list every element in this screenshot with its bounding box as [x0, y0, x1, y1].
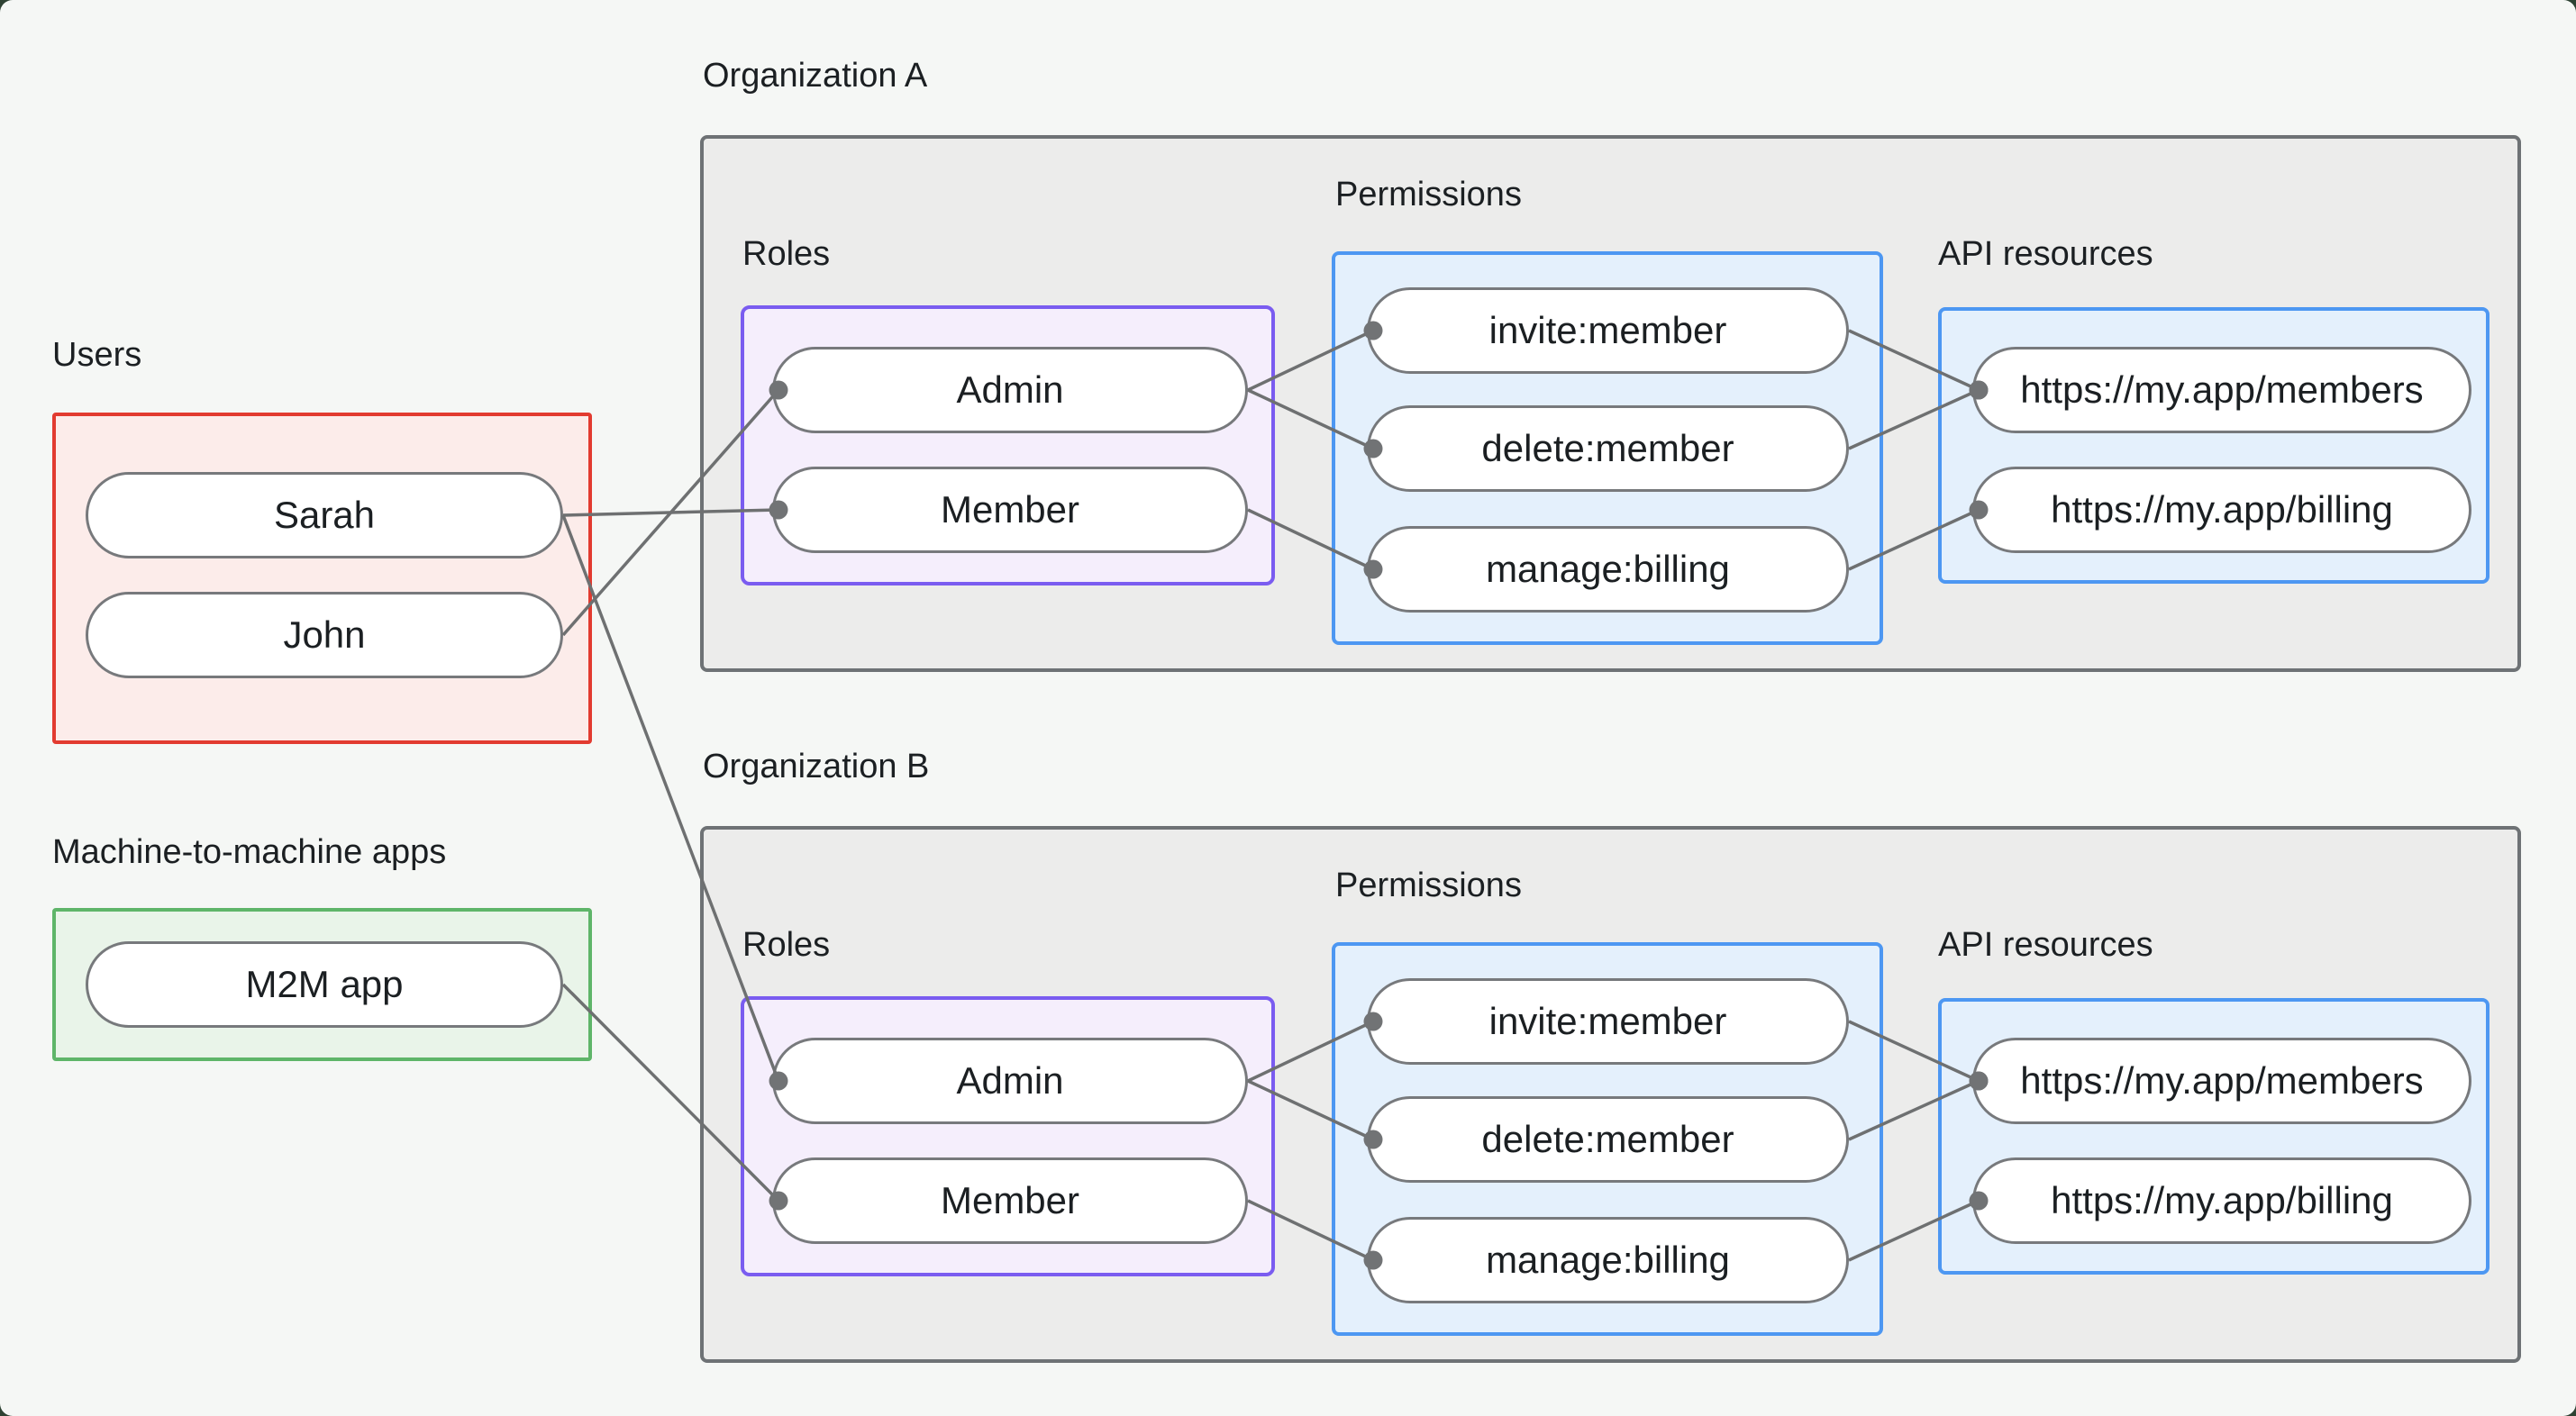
api-resource-node-label: https://my.app/members	[2020, 368, 2424, 411]
user-node-label: John	[283, 613, 366, 656]
role-node-label: Admin	[956, 1059, 1064, 1102]
permission-node: invite:member	[1367, 978, 1849, 1065]
permission-node: manage:billing	[1367, 1217, 1849, 1303]
user-node: Sarah	[86, 472, 563, 558]
user-node: John	[86, 592, 563, 678]
m2m-node: M2M app	[86, 941, 563, 1028]
api-resource-node: https://my.app/members	[1972, 1038, 2471, 1124]
role-node: Admin	[772, 347, 1248, 433]
permission-node: delete:member	[1367, 405, 1849, 492]
org-a-permissions-label: Permissions	[1335, 176, 1522, 213]
role-node: Admin	[772, 1038, 1248, 1124]
permission-node-label: manage:billing	[1486, 548, 1730, 590]
org-a-roles-label: Roles	[742, 235, 831, 273]
org-a-label: Organization A	[703, 57, 928, 95]
users-group-box	[52, 413, 592, 744]
user-node-label: Sarah	[273, 494, 376, 536]
m2m-node-label: M2M app	[245, 963, 404, 1005]
api-resource-node: https://my.app/billing	[1972, 1157, 2471, 1244]
org-b-api-resources-label: API resources	[1938, 926, 2153, 964]
api-resource-node-label: https://my.app/billing	[2051, 488, 2393, 531]
role-node-label: Member	[940, 488, 1080, 531]
org-a-api-resources-label: API resources	[1938, 235, 2153, 273]
permission-node-label: invite:member	[1488, 309, 1727, 351]
role-node-label: Member	[940, 1179, 1080, 1221]
role-node: Member	[772, 467, 1248, 553]
api-resource-node-label: https://my.app/members	[2020, 1059, 2424, 1102]
permission-node: delete:member	[1367, 1096, 1849, 1183]
api-resource-node: https://my.app/members	[1972, 347, 2471, 433]
permission-node-label: invite:member	[1488, 1000, 1727, 1042]
org-b-roles-label: Roles	[742, 926, 831, 964]
role-node-label: Admin	[956, 368, 1064, 411]
m2m-label: Machine-to-machine apps	[52, 833, 447, 871]
org-b-label: Organization B	[703, 748, 930, 785]
api-resource-node: https://my.app/billing	[1972, 467, 2471, 553]
permission-node: manage:billing	[1367, 526, 1849, 613]
permission-node: invite:member	[1367, 287, 1849, 374]
role-node: Member	[772, 1157, 1248, 1244]
users-label: Users	[52, 336, 142, 374]
api-resource-node-label: https://my.app/billing	[2051, 1179, 2393, 1221]
org-b-permissions-label: Permissions	[1335, 867, 1522, 904]
permission-node-label: manage:billing	[1486, 1239, 1730, 1281]
permission-node-label: delete:member	[1481, 427, 1734, 469]
permission-node-label: delete:member	[1481, 1118, 1734, 1160]
